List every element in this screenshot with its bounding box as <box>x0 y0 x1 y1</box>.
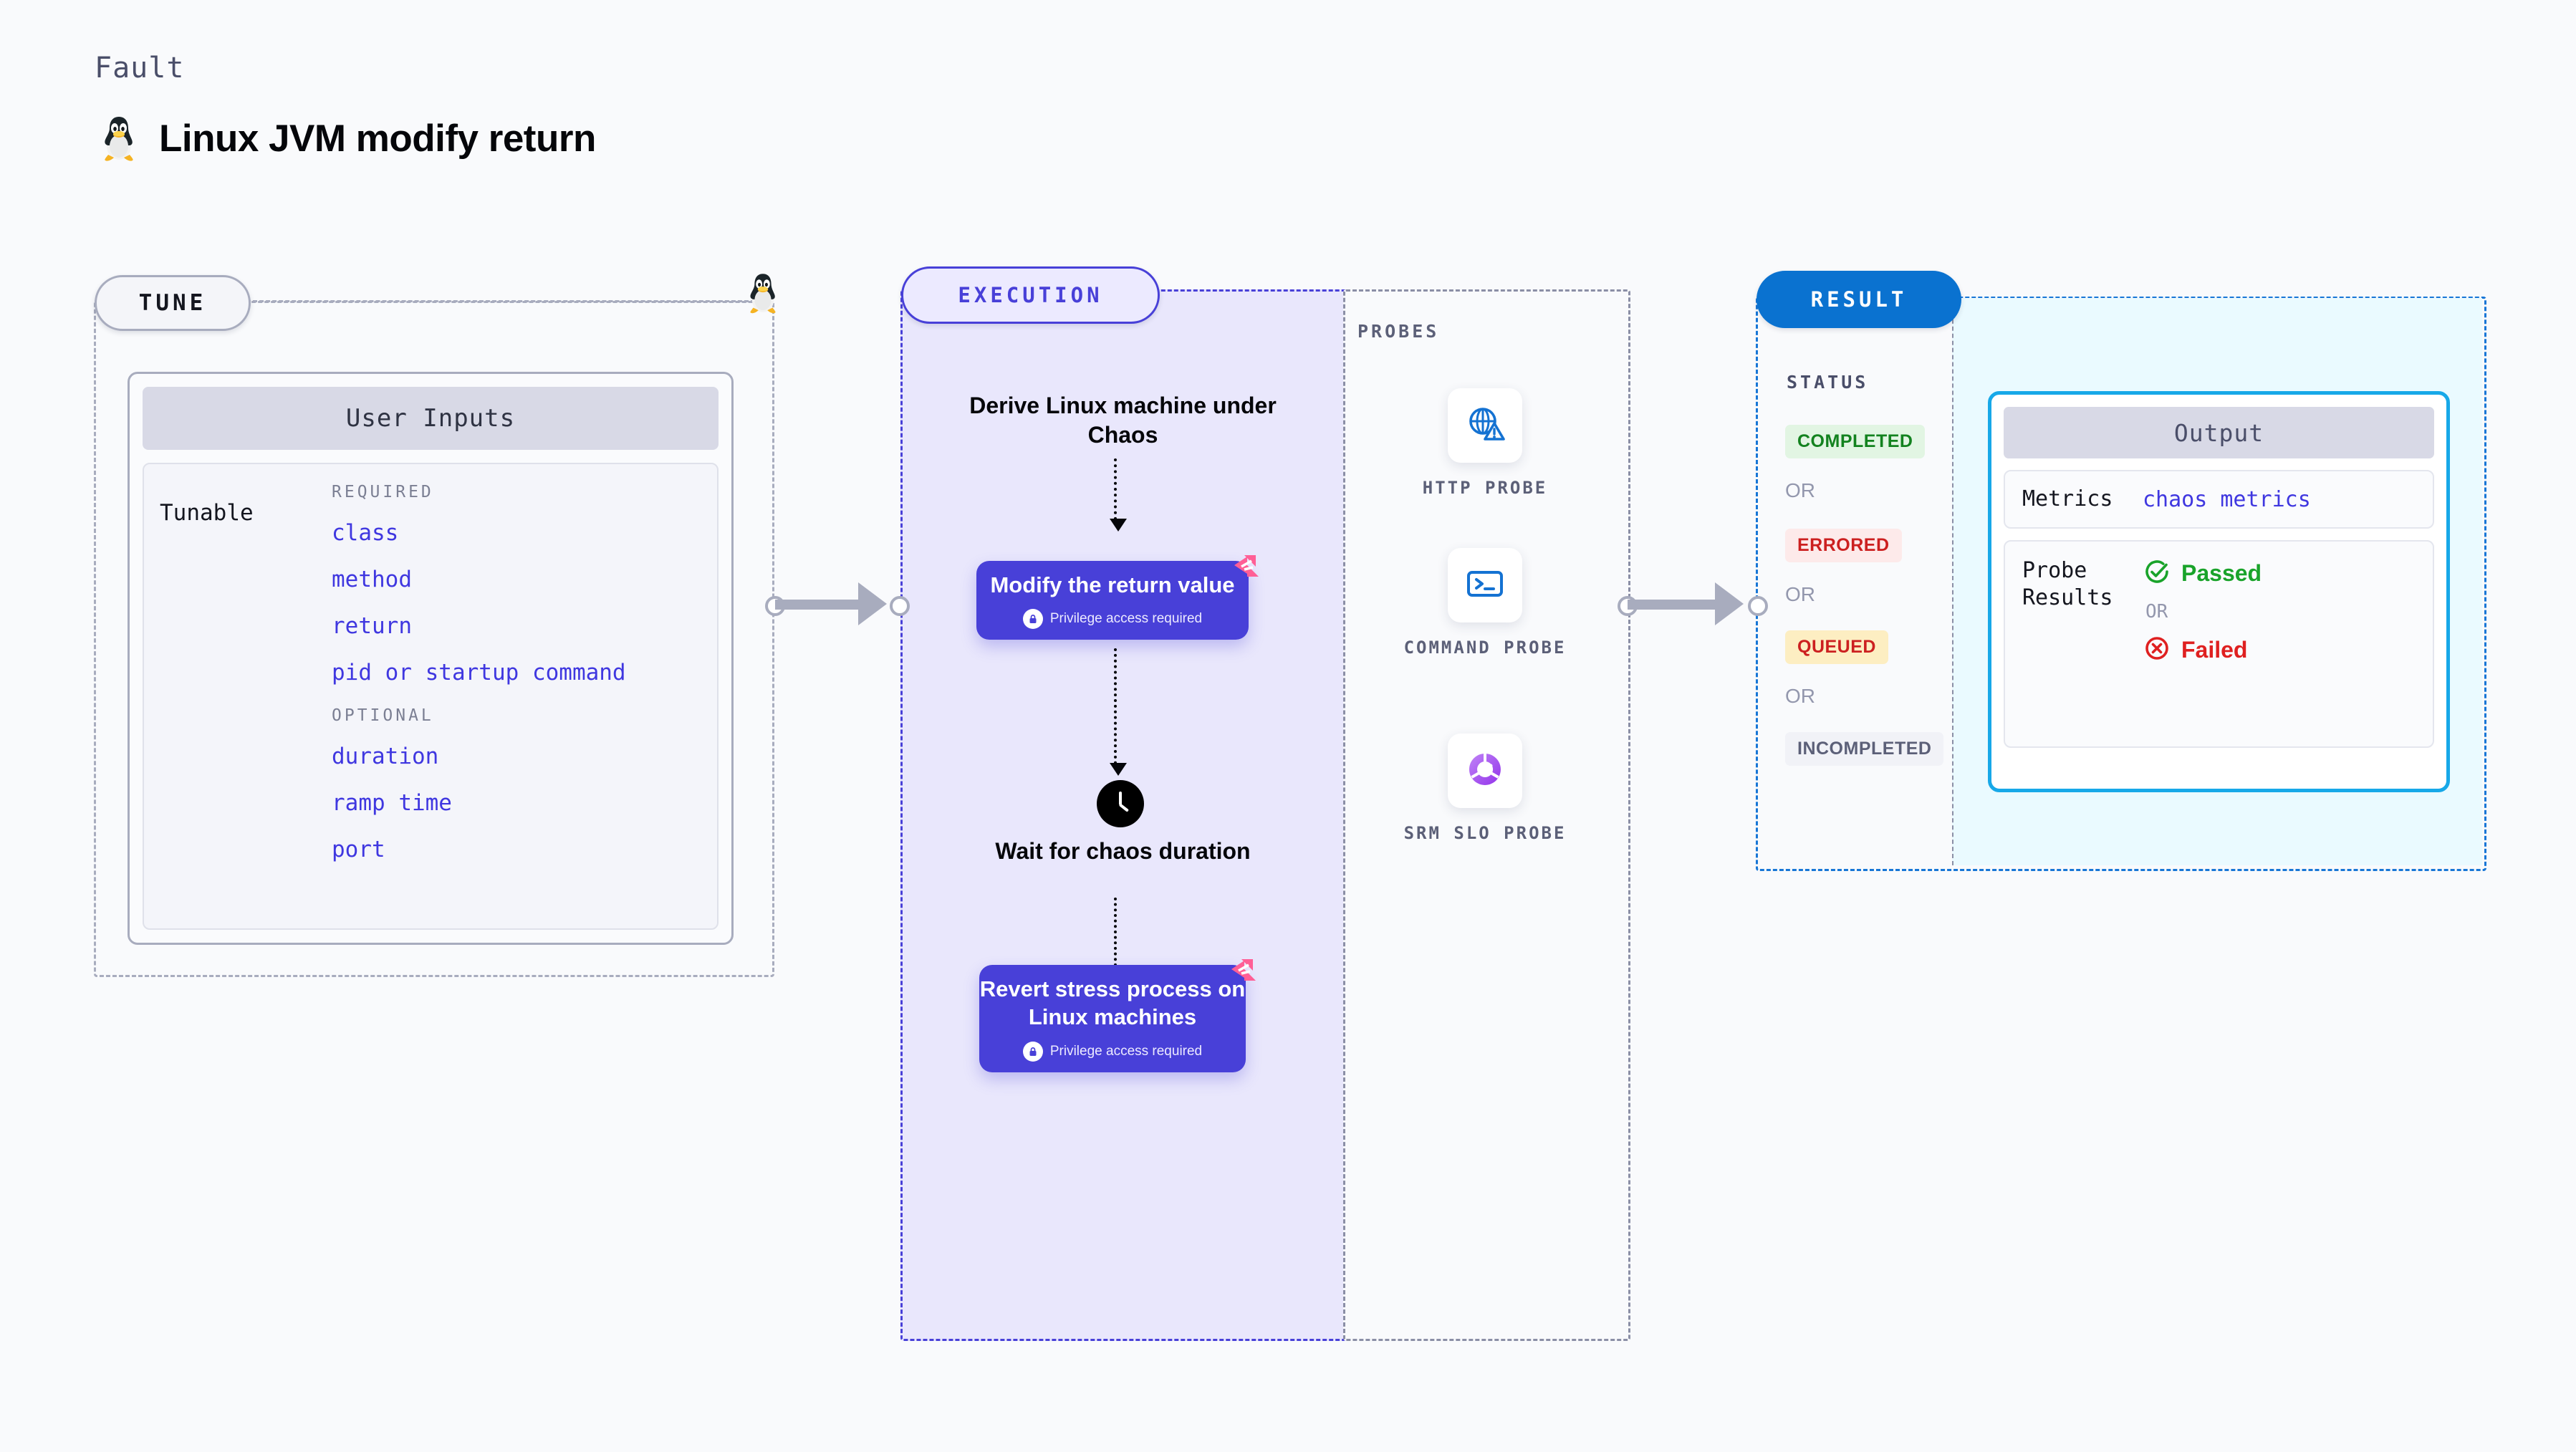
tunable-label: Tunable <box>160 500 254 526</box>
output-row-metrics: Metrics chaos metrics <box>2004 470 2434 529</box>
tune-linux-tux-icon <box>745 271 781 319</box>
user-inputs-card: User Inputs Tunable REQUIRED class metho… <box>128 372 734 945</box>
clock-icon <box>1097 780 1144 827</box>
output-card: Output Metrics chaos metrics Probe Resul… <box>1988 391 2450 792</box>
tunable-group-title-required: REQUIRED <box>332 483 434 501</box>
user-inputs-header: User Inputs <box>143 387 719 450</box>
tunable-item-return[interactable]: return <box>332 613 412 639</box>
check-circle-icon <box>2143 557 2171 590</box>
execution-wait-label: Wait for chaos duration <box>995 838 1251 864</box>
status-badge-completed: COMPLETED <box>1785 425 1926 458</box>
probe-failed-label: Failed <box>2181 637 2248 663</box>
terminal-icon <box>1463 562 1507 610</box>
tune-top-dashed-line <box>246 300 755 302</box>
probe-result-or: OR <box>2145 601 2168 622</box>
tunable-panel: Tunable REQUIRED class method return pid… <box>143 463 719 930</box>
tunable-item-method[interactable]: method <box>332 567 412 592</box>
status-badge-incompleted: INCOMPLETED <box>1785 732 1944 766</box>
status-title: STATUS <box>1787 372 1869 393</box>
status-or-2: OR <box>1785 583 1815 605</box>
probe-passed-label: Passed <box>2181 560 2262 586</box>
tunable-item-duration[interactable]: duration <box>332 744 439 769</box>
status-or-1: OR <box>1785 479 1815 501</box>
execution-card-note: Privilege access required <box>1049 611 1203 627</box>
connector-execution-to-result <box>1618 582 1768 625</box>
probe-label-command: COMMAND PROBE <box>1403 638 1567 658</box>
probe-results-label: Probe Results <box>2022 558 2113 610</box>
execution-card-revert-stress[interactable]: Revert stress process on Linux machines … <box>979 959 1256 1072</box>
output-row-probe-results: Probe Results Passed OR <box>2004 540 2434 748</box>
globe-warning-icon <box>1463 402 1507 450</box>
probe-item-http[interactable]: HTTP PROBE <box>1395 388 1575 499</box>
probe-label-srm-slo: SRM SLO PROBE <box>1403 823 1567 843</box>
tunable-item-pid-or-startup-command[interactable]: pid or startup command <box>332 660 626 686</box>
execution-arrow-3 <box>1110 898 1127 978</box>
x-circle-icon <box>2143 634 2171 666</box>
execution-step-derive: Derive Linux machine under Chaos <box>969 393 1277 448</box>
result-stage-box <box>1756 297 2486 871</box>
execution-arrow-2 <box>1110 648 1127 776</box>
page-kicker: Fault <box>95 52 185 85</box>
lock-icon <box>1022 1041 1043 1062</box>
execution-card-note-row: Privilege access required <box>1022 609 1203 630</box>
execution-arrow-1 <box>1110 458 1127 532</box>
execution-card-note: Privilege access required <box>1049 1043 1203 1059</box>
page-title-row: Linux JVM modify return <box>99 115 596 162</box>
probe-label-http: HTTP PROBE <box>1422 478 1548 498</box>
probes-title: PROBES <box>1357 321 1440 342</box>
probes-stage-box <box>1343 289 1630 1341</box>
metrics-value[interactable]: chaos metrics <box>2143 486 2311 512</box>
lock-icon <box>1022 609 1043 630</box>
probe-result-passed: Passed <box>2143 557 2262 590</box>
connector-tune-to-execution <box>765 582 910 625</box>
tunable-group-title-optional: OPTIONAL <box>332 706 434 725</box>
status-or-3: OR <box>1785 685 1815 707</box>
page-title: Linux JVM modify return <box>159 117 596 160</box>
execution-card-title: Revert stress process on Linux machines <box>979 976 1246 1029</box>
tunable-item-class[interactable]: class <box>332 520 399 546</box>
metrics-label: Metrics <box>2022 486 2113 512</box>
linux-tux-icon <box>99 115 139 162</box>
output-header: Output <box>2004 407 2434 458</box>
execution-card-modify-return[interactable]: Modify the return value Privilege access… <box>976 555 1259 640</box>
probe-item-command[interactable]: COMMAND PROBE <box>1395 548 1575 659</box>
tunable-item-port[interactable]: port <box>332 837 385 862</box>
slo-donut-check-icon <box>1463 747 1507 795</box>
stage-pill-execution[interactable]: EXECUTION <box>901 266 1160 324</box>
status-badge-errored: ERRORED <box>1785 529 1902 562</box>
chaos-flag-icon <box>1223 545 1264 587</box>
chaos-flag-icon <box>1220 949 1261 991</box>
execution-card-title: Modify the return value <box>990 572 1235 597</box>
execution-card-note-row: Privilege access required <box>1022 1041 1203 1062</box>
probe-item-srm-slo[interactable]: SRM SLO PROBE <box>1395 734 1575 845</box>
stage-pill-tune[interactable]: TUNE <box>95 275 251 331</box>
status-badge-queued: QUEUED <box>1785 630 1888 664</box>
stage-pill-result[interactable]: RESULT <box>1756 271 1961 328</box>
tunable-item-ramp-time[interactable]: ramp time <box>332 790 452 816</box>
probe-result-failed: Failed <box>2143 634 2262 666</box>
